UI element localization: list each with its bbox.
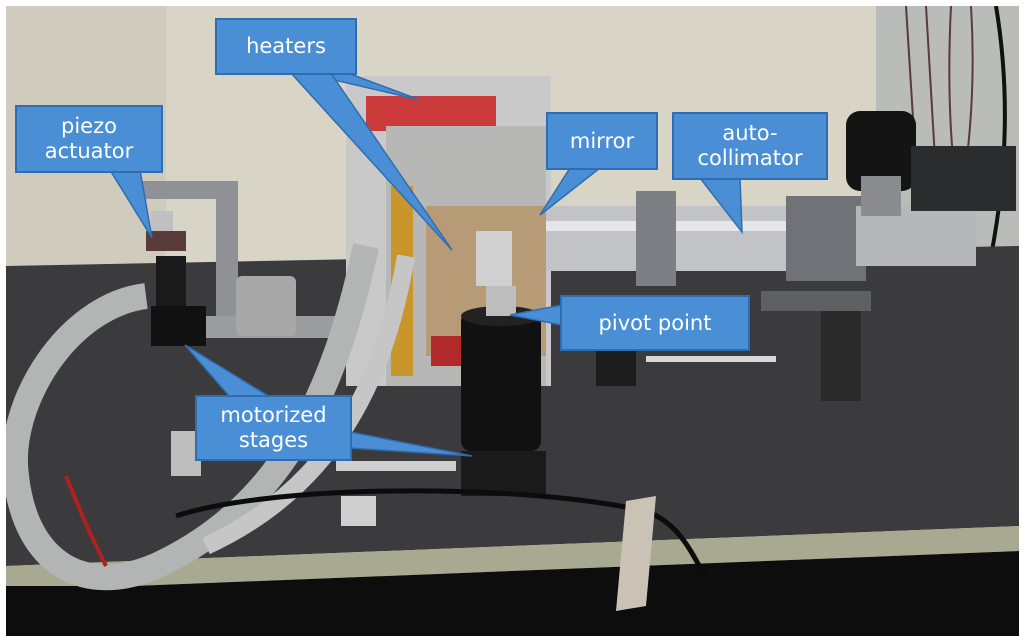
callout-piezo-actuator: piezo actuator bbox=[15, 105, 163, 173]
apparatus-scene bbox=[6, 6, 1019, 636]
callout-mirror: mirror bbox=[546, 112, 658, 170]
lab-photo bbox=[6, 6, 1019, 636]
callout-label: pivot point bbox=[598, 310, 712, 335]
callout-label: motorized stages bbox=[220, 403, 327, 452]
callout-auto-collimator: auto-collimator bbox=[672, 112, 828, 180]
callout-label: heaters bbox=[246, 34, 326, 58]
callout-label: auto-collimator bbox=[697, 121, 803, 170]
callout-heaters: heaters bbox=[215, 18, 357, 75]
callout-label: mirror bbox=[569, 128, 635, 153]
callout-pivot-point: pivot point bbox=[560, 295, 750, 351]
callout-label: piezo actuator bbox=[44, 114, 134, 163]
callout-motorized-stages: motorized stages bbox=[195, 395, 352, 461]
